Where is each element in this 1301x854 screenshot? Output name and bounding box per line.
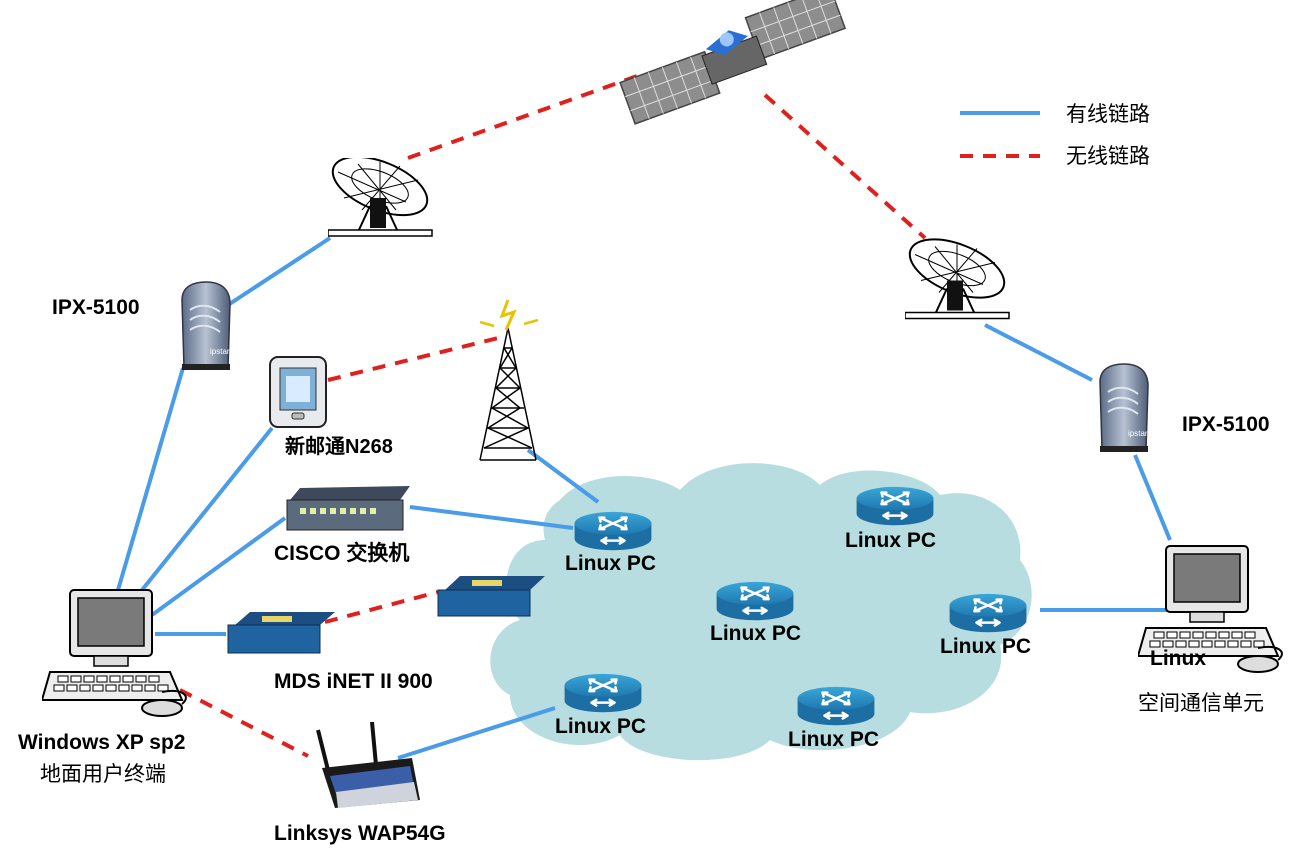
legend bbox=[960, 111, 1040, 158]
router-label: Linux PC bbox=[565, 552, 657, 575]
router-label: Linux PC bbox=[940, 635, 1032, 658]
legend-wired-label: 有线链路 bbox=[1066, 102, 1150, 126]
pda-label: 新邮通N268 bbox=[285, 436, 393, 458]
router-label: Linux PC bbox=[710, 622, 802, 645]
pda-icon bbox=[269, 356, 327, 428]
modem-icon bbox=[1098, 362, 1150, 452]
cisco-switch-label: CISCO 交换机 bbox=[274, 542, 410, 565]
router-label: Linux PC bbox=[845, 529, 937, 552]
network-switch-icon bbox=[286, 486, 410, 531]
wireless-router-icon bbox=[316, 721, 420, 808]
router-icon bbox=[563, 672, 643, 714]
legend-wireless-label: 无线链路 bbox=[1066, 144, 1150, 168]
ipx-right-label: IPX-5100 bbox=[1182, 413, 1270, 436]
router-icon bbox=[573, 510, 653, 552]
satellite-dish-icon bbox=[905, 238, 1014, 320]
satellite-dish-icon bbox=[328, 158, 437, 237]
ipx-left-label: IPX-5100 bbox=[52, 296, 140, 319]
radio-modem-icon bbox=[437, 576, 545, 617]
computer-icon bbox=[42, 589, 187, 717]
router-icon bbox=[796, 685, 876, 727]
space-unit-label: 空间通信单元 bbox=[1138, 691, 1264, 715]
space-unit-os-label: Linux bbox=[1150, 647, 1206, 670]
router-icon bbox=[855, 485, 935, 527]
wired-links bbox=[116, 236, 1172, 760]
router-label: Linux PC bbox=[788, 728, 880, 751]
ground-terminal-os-label: Windows XP sp2 bbox=[18, 731, 186, 754]
linksys-label: Linksys WAP54G bbox=[274, 822, 446, 845]
satellite-icon bbox=[619, 0, 847, 125]
router-label: Linux PC bbox=[555, 715, 647, 738]
wireless-links bbox=[179, 73, 927, 758]
cell-tower-icon bbox=[479, 299, 539, 461]
mds-radio-label: MDS iNET II 900 bbox=[274, 670, 433, 693]
ground-terminal-label: 地面用户终端 bbox=[40, 762, 166, 786]
router-icon bbox=[948, 592, 1028, 634]
radio-modem-icon bbox=[227, 612, 335, 654]
router-icon bbox=[715, 580, 795, 622]
modem-icon bbox=[180, 280, 232, 370]
